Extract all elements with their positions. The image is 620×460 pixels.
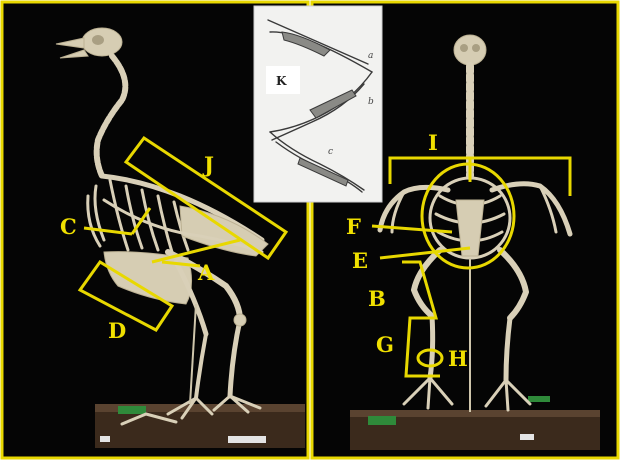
inset-mark-a: a (368, 51, 373, 61)
inset-mark-c: c (328, 147, 333, 157)
label-a: A (197, 260, 215, 285)
inset-mark-b: b (368, 97, 374, 107)
label-i: I (428, 130, 438, 155)
inset-label-k: K (276, 74, 287, 88)
label-f: F (346, 214, 361, 239)
right-skull (454, 35, 486, 65)
left-pedestal (95, 404, 305, 448)
label-e: E (352, 248, 368, 273)
label-j: J (202, 152, 214, 177)
inset-wing-sketch: a b c K (254, 6, 382, 202)
label-d: D (108, 318, 126, 343)
label-c: C (60, 214, 77, 239)
label-g: G (376, 332, 394, 357)
label-b: B (368, 286, 386, 311)
label-h: H (448, 346, 468, 371)
